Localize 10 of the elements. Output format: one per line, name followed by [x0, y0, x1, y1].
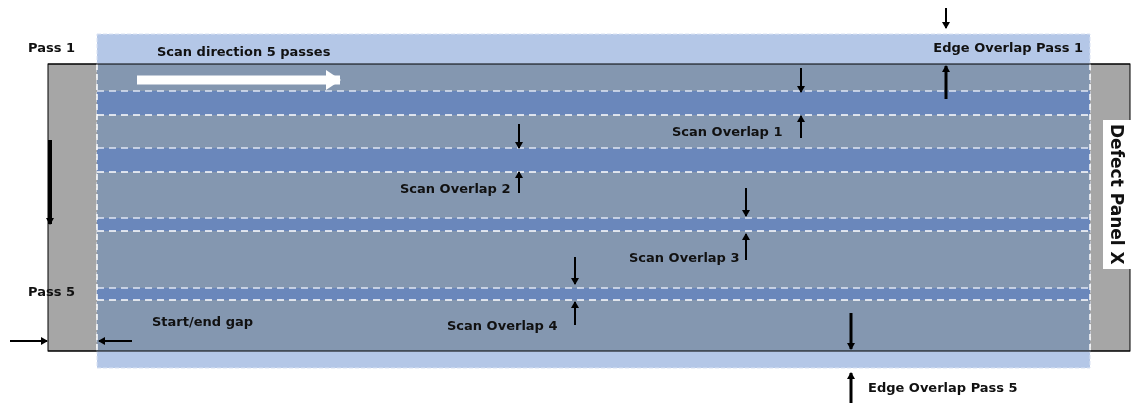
- gap-label: Start/end gap: [152, 314, 253, 330]
- pass-label: Pass 1: [28, 40, 75, 56]
- overlap-label: Scan Overlap 1: [672, 124, 783, 140]
- direction-label: Scan direction 5 passes: [157, 44, 331, 60]
- overlap-label: Scan Overlap 2: [400, 181, 511, 197]
- overlap-label: Edge Overlap Pass 5: [868, 380, 1018, 396]
- overlap-label: Scan Overlap 4: [447, 318, 558, 334]
- panel-label: Defect Panel X: [1103, 120, 1131, 269]
- overlap-label: Scan Overlap 3: [629, 250, 740, 266]
- overlap-label: Edge Overlap Pass 1: [933, 40, 1083, 56]
